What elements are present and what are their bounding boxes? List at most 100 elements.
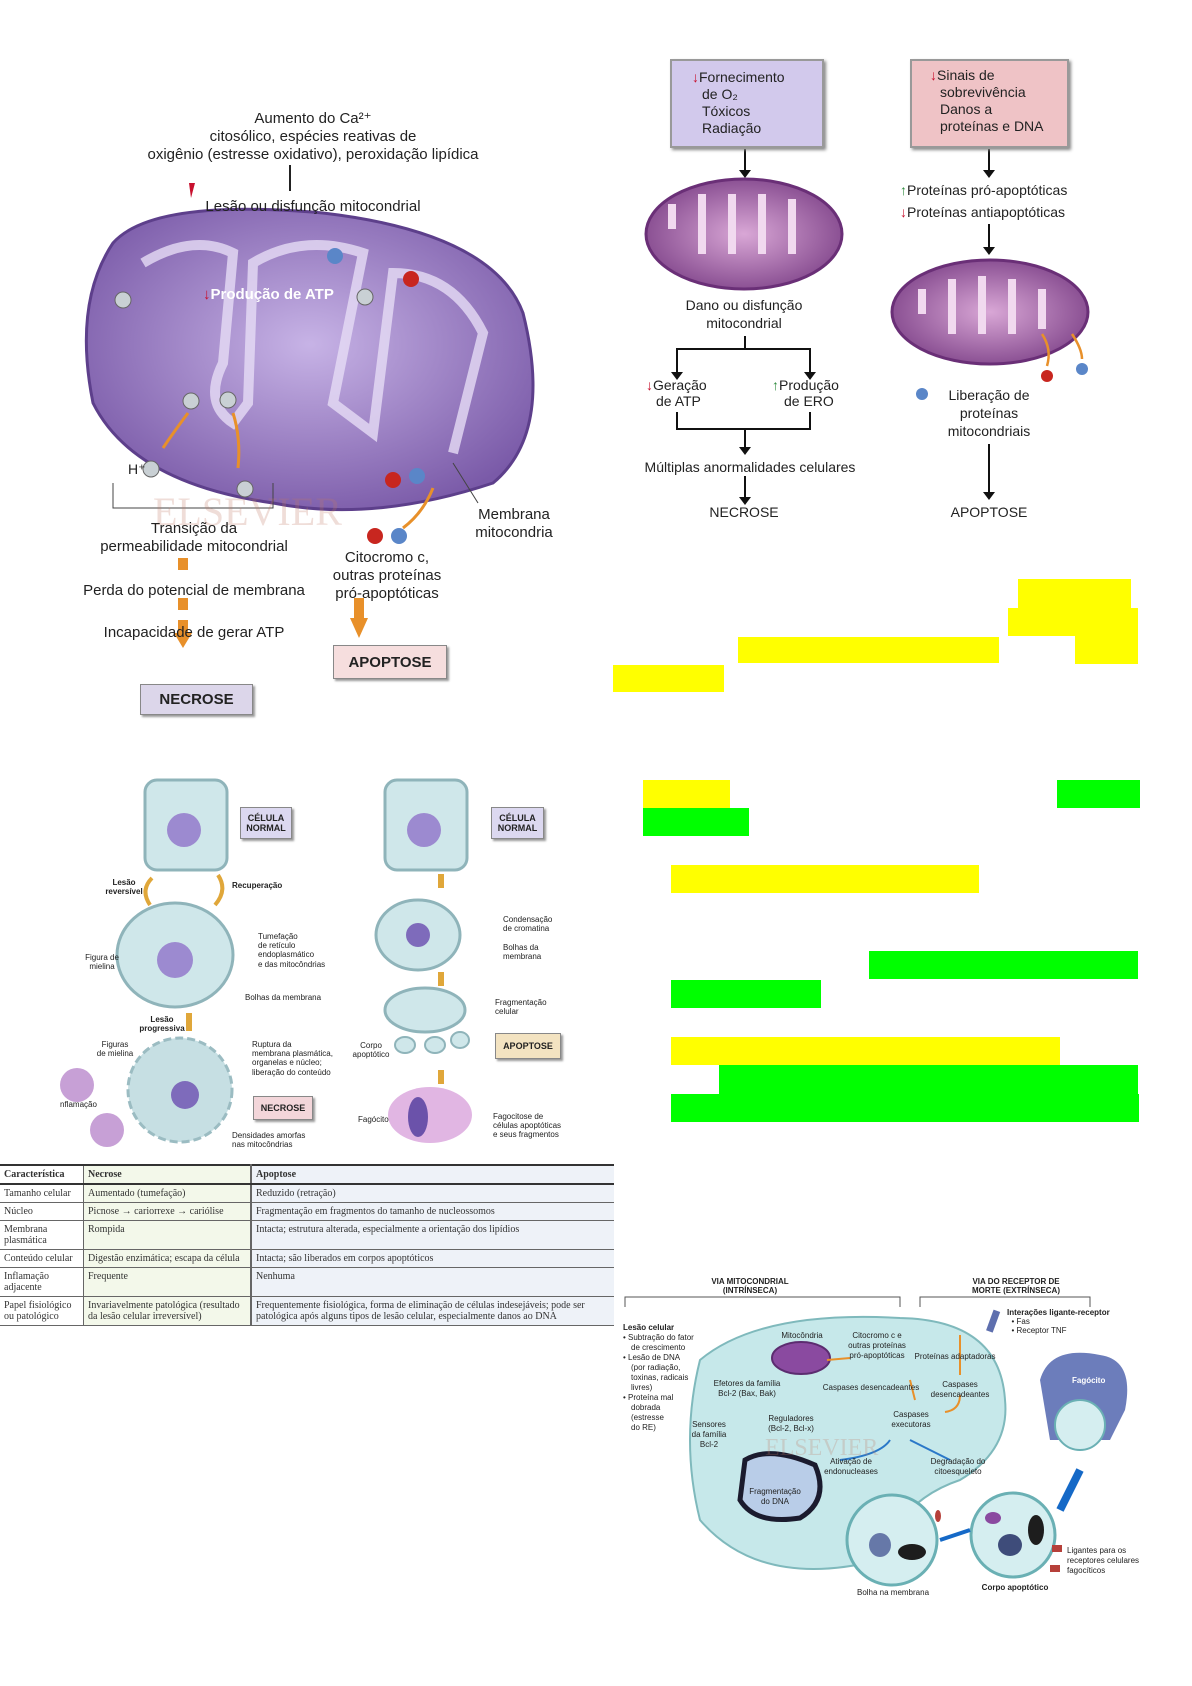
- ligand-receptor-label: Interações ligante-receptor • Fas • Rece…: [1007, 1308, 1110, 1336]
- green-highlight: [671, 980, 821, 1008]
- recovery-label: Recuperação: [232, 881, 283, 890]
- release-label-2: proteínas: [959, 405, 1019, 421]
- table-cell: Nenhuma: [251, 1267, 614, 1297]
- table-cell: Frequente: [83, 1267, 252, 1297]
- anti-apoptotic-label: ↓Proteínas antiapoptóticas: [900, 204, 1065, 220]
- atp-production-label: ↓Produção de ATP: [203, 286, 334, 303]
- necrose-label: NECROSE: [709, 504, 779, 520]
- apoptose-cell-box: APOPTOSE: [495, 1033, 561, 1059]
- apoptose-box: APOPTOSE: [333, 645, 447, 679]
- table-cell: Conteúdo celular: [0, 1249, 84, 1268]
- figure-mitochondrial-injury: ELSEVIER Aumento do Ca²⁺ citosólico, esp…: [73, 103, 553, 715]
- atp-incapacity-label: Incapacidade de gerar ATP: [103, 624, 285, 641]
- multiple-abnormalities-label: Múltiplas anormalidades celulares: [644, 459, 856, 475]
- cause-line-1: Aumento do Ca²⁺: [254, 110, 372, 127]
- cell-injury-list: Lesão celular • Subtração do fator de cr…: [623, 1323, 694, 1432]
- damage-label-1: Dano ou disfunção: [685, 297, 803, 313]
- column-header: Necrose: [83, 1164, 252, 1185]
- table-cell: Intacta; estrutura alterada, especialmen…: [251, 1220, 614, 1250]
- table-cell: Papel fisiológico ou patológico: [0, 1296, 84, 1326]
- cytochrome-label-2: outras proteínas: [332, 567, 442, 584]
- column-header: Apoptose: [251, 1164, 614, 1185]
- blebs-label: Bolhas da membrana: [245, 993, 322, 1002]
- apoptose-label: APOPTOSE: [950, 504, 1028, 520]
- damage-label-2: mitocondrial: [706, 315, 782, 331]
- cause-line-2: citosólico, espécies reativas de: [209, 128, 417, 145]
- membrane-label-1: Membrana: [478, 506, 550, 523]
- pro-apoptotic-label: ↑Proteínas pró-apoptóticas: [900, 182, 1068, 198]
- table-cell: Aumentado (tumefação): [83, 1184, 252, 1203]
- table-cell: Digestão enzimática; escapa da célula: [83, 1249, 252, 1268]
- yellow-highlight: [671, 1037, 1060, 1065]
- cause-line-3: oxigênio (estresse oxidativo), peroxidaç…: [147, 146, 479, 163]
- table-cell: Rompida: [83, 1220, 252, 1250]
- mitochondria-label: Mitocôndria: [781, 1331, 823, 1340]
- figure-necrosis-apoptosis-pathways: ↓Fornecimento de O₂ Tóxicos Radiação ↓Si…: [632, 54, 1092, 534]
- yellow-highlight: [1008, 608, 1138, 636]
- initiator-caspases-label-1: Caspases desencadeantes: [822, 1383, 920, 1392]
- yellow-highlight: [613, 665, 724, 692]
- phagocyte-label: Fagócito: [1072, 1376, 1106, 1385]
- table-cell: Núcleo: [0, 1202, 84, 1221]
- table-cell: Inflamação adjacente: [0, 1267, 84, 1297]
- potential-loss-label: Perda do potencial de membrana: [83, 582, 305, 599]
- membrane-label-2: mitocondria: [475, 524, 553, 541]
- phagocyte-label: Fagócito: [358, 1115, 389, 1124]
- arrow-down-icon: ↓: [900, 204, 907, 220]
- watermark-elsevier: ELSEVIER: [765, 1435, 879, 1461]
- arrow-down-icon: ↓: [930, 67, 937, 83]
- table-cell: Tamanho celular: [0, 1184, 84, 1203]
- arrow-down-icon: ↓: [203, 286, 211, 303]
- membrane-bleb-label: Bolha na membrana: [856, 1588, 930, 1597]
- table-cell: Intacta; são liberados em corpos apoptót…: [251, 1249, 614, 1268]
- table-header-row: Característica Necrose Apoptose: [0, 1164, 614, 1185]
- green-highlight: [643, 808, 749, 836]
- transition-label-2: permeabilidade mitocondrial: [100, 538, 288, 555]
- necrose-cell-box: NECROSE: [253, 1096, 313, 1120]
- table-cell: Frequentemente fisiológica, forma de eli…: [251, 1296, 614, 1326]
- green-highlight: [719, 1065, 1138, 1094]
- apoptotic-body-label: Corpo apoptótico: [981, 1583, 1049, 1592]
- arrow-up-icon: ↑: [772, 377, 779, 393]
- green-highlight: [869, 951, 1138, 979]
- yellow-highlight: [643, 780, 730, 808]
- yellow-highlight: [738, 637, 999, 663]
- yellow-highlight: [1018, 579, 1131, 608]
- table-cell: Fragmentação em fragmentos do tamanho de…: [251, 1202, 614, 1221]
- column-header: Característica: [0, 1164, 84, 1185]
- mitochondrion-illustration: [84, 165, 535, 648]
- yellow-highlight: [671, 865, 979, 893]
- release-label-3: mitocondriais: [947, 423, 1031, 439]
- intrinsic-pathway-title: VIA MITOCONDRIAL(INTRÍNSECA): [711, 1277, 789, 1296]
- watermark-elsevier: ELSEVIER: [153, 489, 342, 534]
- arrow-down-icon: ↓: [646, 377, 653, 393]
